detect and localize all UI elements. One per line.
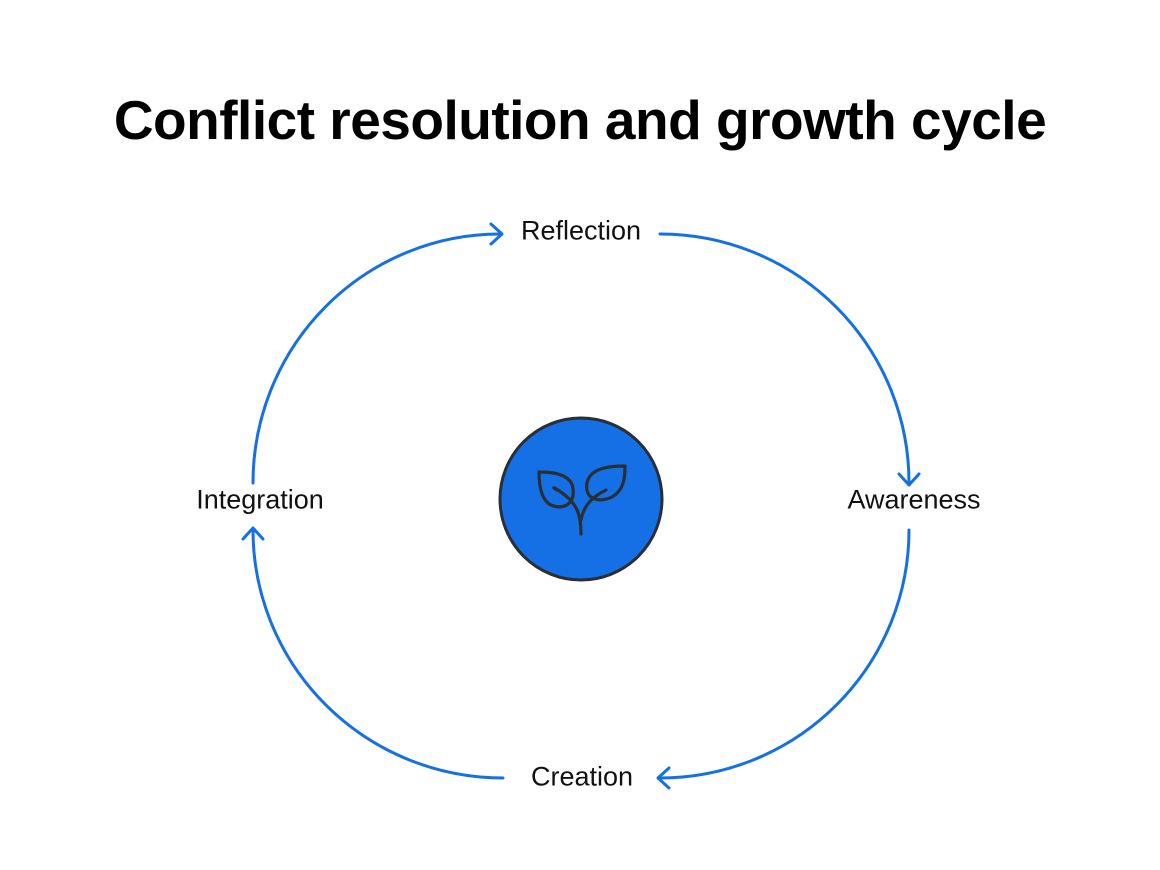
- sprout-icon: [537, 464, 627, 536]
- arrowhead-reflection: [489, 222, 504, 246]
- arc-integration-to-reflection: [251, 232, 502, 485]
- arc-reflection-to-awareness: [658, 232, 911, 485]
- stage-label-integration: Integration: [196, 484, 324, 515]
- arrowhead-awareness: [897, 472, 921, 487]
- arc-awareness-to-creation: [658, 528, 911, 780]
- diagram-title: Conflict resolution and growth cycle: [113, 89, 1047, 151]
- center-badge: [498, 416, 664, 582]
- stage-label-awareness: Awareness: [847, 484, 981, 515]
- stage-label-creation: Creation: [530, 761, 634, 792]
- arc-creation-to-integration: [251, 528, 505, 780]
- arrowhead-creation: [656, 766, 671, 790]
- arrowhead-integration: [241, 526, 265, 541]
- stage-label-reflection: Reflection: [520, 215, 642, 246]
